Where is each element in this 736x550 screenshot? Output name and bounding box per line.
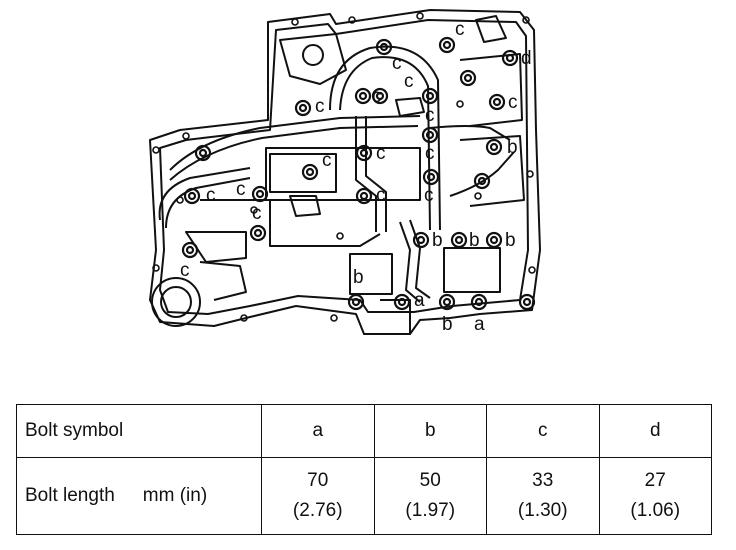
callout-c: c bbox=[508, 92, 518, 113]
length-d-mm: 27 bbox=[644, 470, 666, 491]
callout-b: b bbox=[442, 314, 453, 335]
callout-c: c bbox=[376, 143, 386, 164]
symbol-b: b bbox=[373, 404, 487, 458]
callout-b: b bbox=[353, 267, 364, 288]
callout-c: c bbox=[455, 19, 465, 40]
valve-body-diagram: c d c c c c c c c c c b c c c c c b b b … bbox=[149, 9, 541, 335]
unit-label: mm (in) bbox=[142, 485, 208, 506]
length-b-mm: 50 bbox=[419, 470, 441, 491]
callout-b: b bbox=[469, 230, 480, 251]
callout-b: b bbox=[507, 137, 518, 158]
length-a: 70 (2.76) bbox=[261, 457, 375, 535]
callout-c: c bbox=[425, 105, 435, 126]
length-c: 33 (1.30) bbox=[486, 457, 600, 535]
callout-c: c bbox=[425, 143, 435, 164]
callout-c: c bbox=[376, 185, 386, 206]
callout-c: c bbox=[372, 86, 382, 107]
bolt-length-label-cell: Bolt length mm (in) bbox=[16, 457, 262, 535]
callout-c: c bbox=[252, 203, 262, 224]
bolt-callouts: c d c c c c c c c c c b c c c c c b b b … bbox=[180, 19, 532, 335]
valve-body-drawing: c d c c c c c c c c c b c c c c c b b b … bbox=[149, 9, 541, 335]
callout-c: c bbox=[322, 150, 332, 171]
bolt-spec-table: Bolt symbol a b c d Bolt length mm (in) … bbox=[16, 404, 712, 535]
callout-c: c bbox=[424, 185, 434, 206]
length-b: 50 (1.97) bbox=[373, 457, 487, 535]
length-c-in: (1.30) bbox=[517, 500, 568, 521]
bolt-length-label: Bolt length bbox=[25, 485, 115, 506]
symbol-d: d bbox=[598, 404, 712, 458]
callout-c: c bbox=[206, 185, 216, 206]
bolt-markers bbox=[181, 36, 536, 311]
bolt-symbol-row: Bolt symbol a b c d bbox=[16, 404, 712, 458]
length-a-mm: 70 bbox=[307, 470, 329, 491]
length-d-in: (1.06) bbox=[630, 500, 681, 521]
callout-c: c bbox=[180, 260, 190, 281]
callout-a: a bbox=[474, 314, 485, 335]
callout-c: c bbox=[392, 53, 402, 74]
callout-a: a bbox=[414, 290, 425, 311]
length-d: 27 (1.06) bbox=[598, 457, 712, 535]
bolt-length-row: Bolt length mm (in) 70 (2.76) 50 (1.97) … bbox=[16, 457, 712, 535]
callout-c: c bbox=[236, 179, 246, 200]
length-a-in: (2.76) bbox=[292, 500, 343, 521]
callout-b: b bbox=[505, 230, 516, 251]
symbol-c: c bbox=[486, 404, 600, 458]
callout-c: c bbox=[315, 96, 325, 117]
bolt-symbol-label: Bolt symbol bbox=[16, 404, 262, 458]
callout-d: d bbox=[521, 48, 532, 69]
callout-c: c bbox=[404, 71, 414, 92]
callout-b: b bbox=[432, 230, 443, 251]
length-c-mm: 33 bbox=[532, 470, 554, 491]
symbol-a: a bbox=[261, 404, 375, 458]
length-b-in: (1.97) bbox=[405, 500, 456, 521]
